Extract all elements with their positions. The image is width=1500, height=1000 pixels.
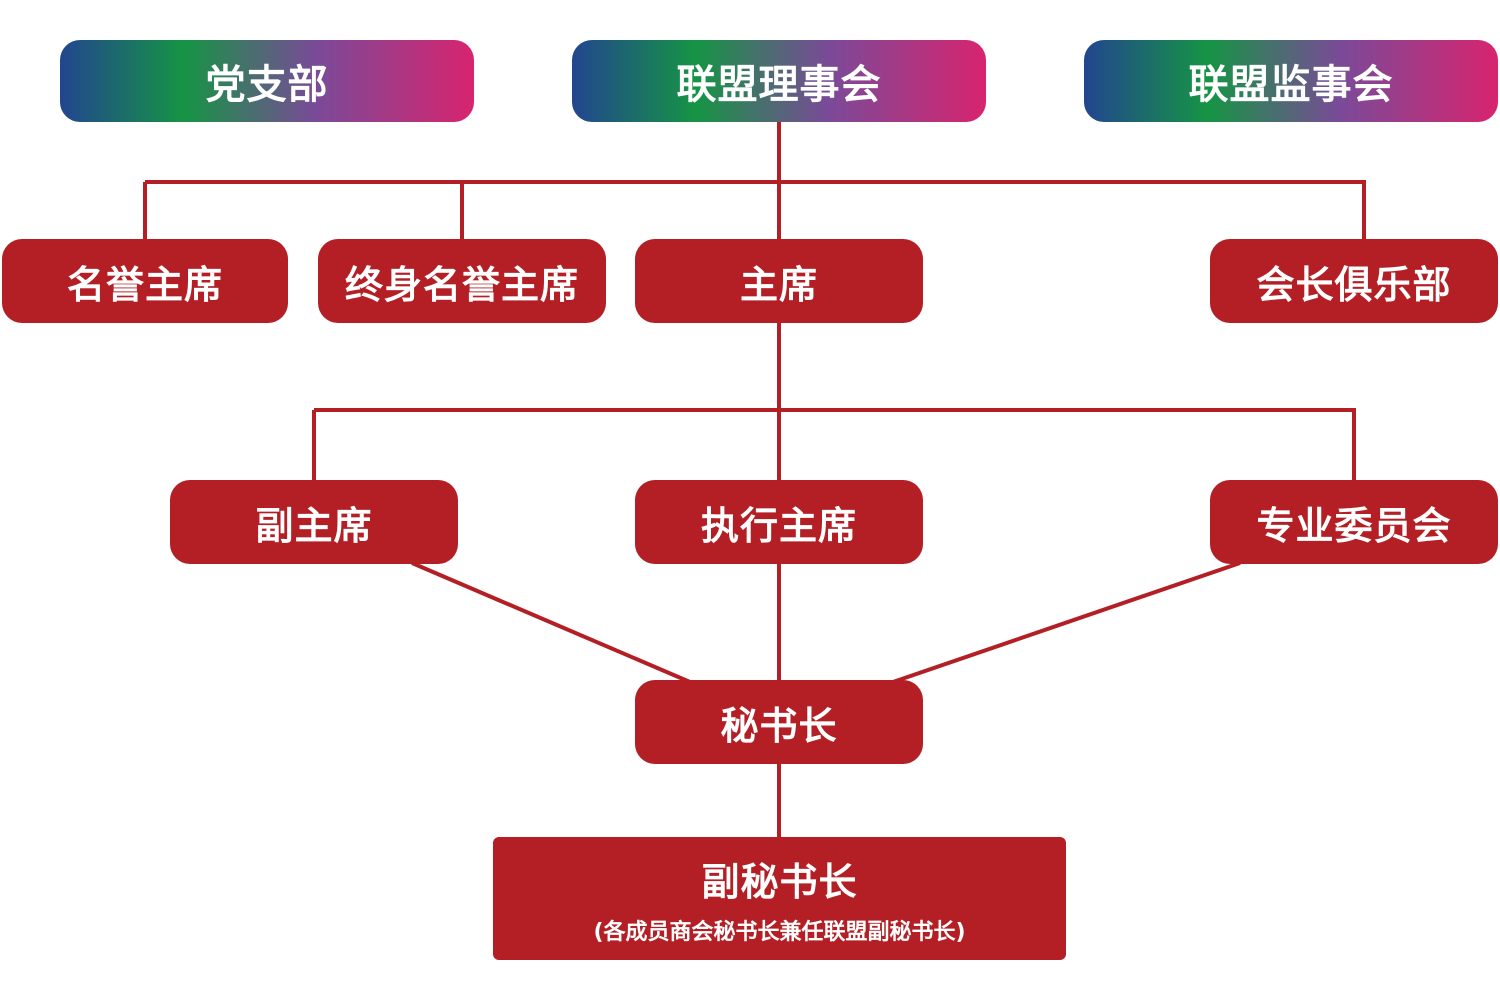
alliance-board-node: 联盟理事会	[572, 40, 986, 122]
presidents-club-node: 会长俱乐部	[1210, 239, 1498, 323]
professional-committee-node: 专业委员会	[1210, 480, 1498, 564]
chairman-node: 主席	[635, 239, 923, 323]
professional-committee-label: 专业委员会	[1256, 503, 1452, 548]
secretary-general-label: 秘书长	[720, 703, 838, 748]
deputy-secretary-general-label: 副秘书长	[701, 860, 858, 904]
party-branch-node: 党支部	[60, 40, 474, 122]
executive-chairman-node: 执行主席	[635, 480, 923, 564]
vice-chairman-node: 副主席	[170, 480, 458, 564]
lifetime-honorary-chairman-node: 终身名誉主席	[318, 239, 606, 323]
secretary-general-node: 秘书长	[635, 680, 923, 764]
deputy-secretary-general-note: (各成员商会秘书长兼任联盟副秘书长)	[593, 920, 966, 945]
chairman-label: 主席	[739, 262, 818, 307]
honorary-chairman-node: 名誉主席	[2, 239, 288, 323]
deputy-secretary-general-node: 副秘书长 (各成员商会秘书长兼任联盟副秘书长)	[493, 837, 1066, 960]
supervisory-board-node: 联盟监事会	[1084, 40, 1498, 122]
party-branch-label: 党支部	[205, 62, 329, 108]
executive-chairman-label: 执行主席	[700, 503, 857, 548]
lifetime-honorary-chairman-label: 终身名誉主席	[344, 262, 579, 307]
honorary-chairman-label: 名誉主席	[66, 262, 223, 307]
supervisory-board-label: 联盟监事会	[1188, 62, 1394, 108]
alliance-board-label: 联盟理事会	[676, 62, 882, 108]
connector-vice-to-secgen	[411, 561, 691, 684]
vice-chairman-label: 副主席	[255, 503, 373, 548]
connector-committee-to-secgen	[892, 561, 1241, 684]
presidents-club-label: 会长俱乐部	[1256, 262, 1452, 307]
